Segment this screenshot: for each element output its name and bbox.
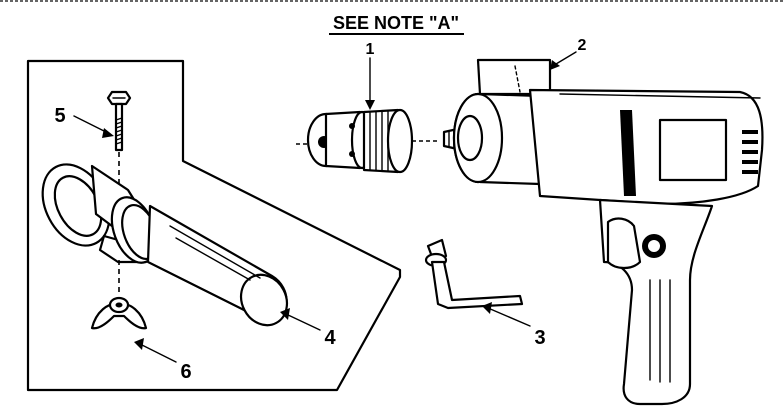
bolt-part xyxy=(106,90,132,200)
callout-1: 1 xyxy=(366,41,375,58)
side-handle-part xyxy=(41,163,289,327)
callout-4: 4 xyxy=(324,327,336,349)
chuck-key-part xyxy=(424,238,524,310)
leader-lines xyxy=(73,51,577,363)
wing-nut-part xyxy=(90,260,148,330)
callout-3: 3 xyxy=(534,327,545,349)
chuck-part xyxy=(296,108,440,174)
callout-2: 2 xyxy=(578,37,587,54)
drill-body-part xyxy=(442,58,764,406)
callout-6: 6 xyxy=(180,361,191,383)
callout-5: 5 xyxy=(54,105,65,127)
accessory-frame xyxy=(26,59,402,392)
see-note-title: SEE NOTE "A" xyxy=(333,13,459,33)
